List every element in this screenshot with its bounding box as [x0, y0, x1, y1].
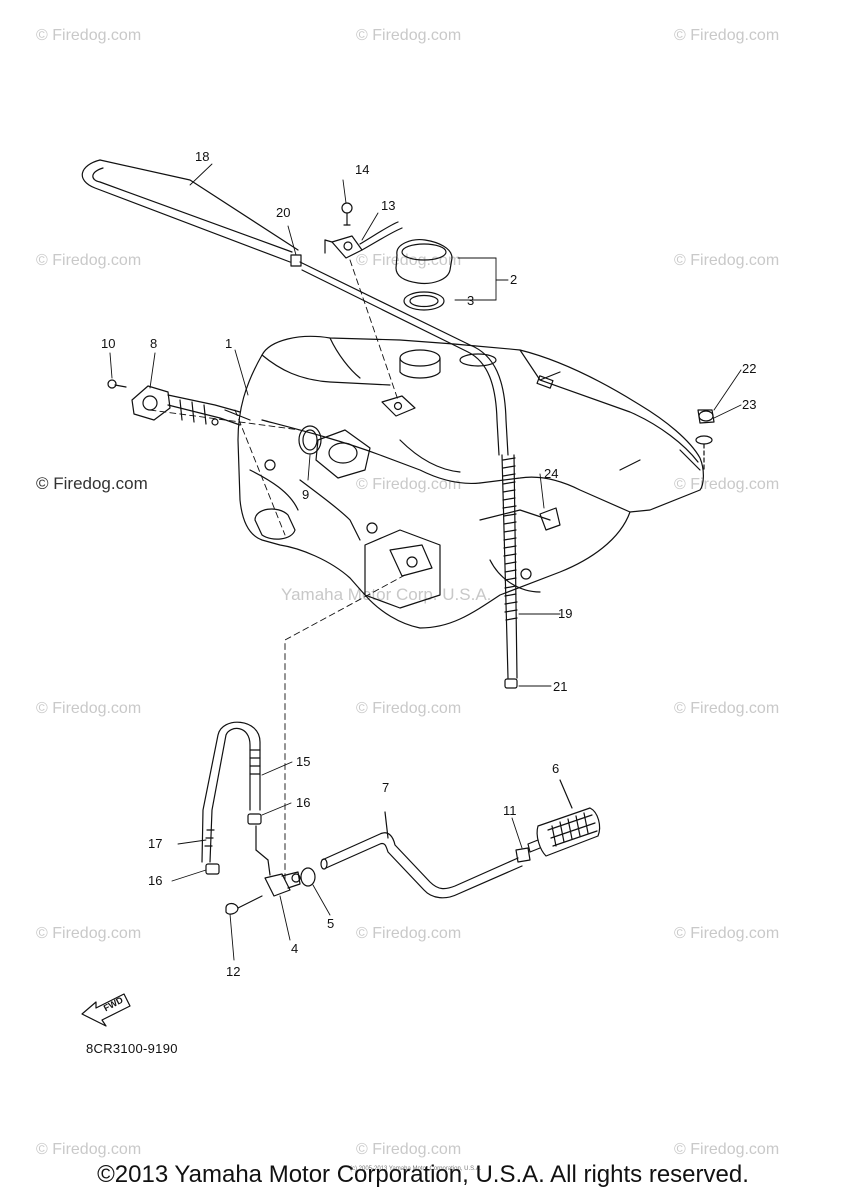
callout-17: 17: [148, 836, 163, 851]
callout-2: 2: [510, 272, 518, 287]
fwd-arrow-icon: [81, 993, 131, 1027]
fuel-cap-2: [395, 239, 453, 285]
clamp-20: [290, 254, 302, 267]
watermark: © Firedog.com: [36, 700, 142, 717]
callout-5: 5: [327, 916, 335, 931]
callout-9: 9: [302, 487, 310, 502]
o-ring-9: [298, 425, 322, 455]
watermark: © Firedog.com: [356, 252, 462, 269]
callout-16-lower: 16: [148, 873, 163, 888]
callout-8: 8: [150, 336, 158, 351]
watermark: © Firedog.com: [36, 474, 148, 493]
callout-22: 22: [742, 361, 757, 376]
cap-21: [504, 678, 518, 689]
fuel-filter-6: [527, 779, 601, 857]
callout-14: 14: [355, 162, 370, 177]
callout-19: 19: [558, 606, 573, 621]
copyright-footer: ©2013 Yamaha Motor Corporation, U.S.A. A…: [97, 1161, 749, 1188]
watermark: © Firedog.com: [356, 925, 462, 942]
tiny-copyright: (c) 2005-2013 Yamaha Motor Corporation, …: [350, 1166, 482, 1172]
clamp-16-lower: [205, 863, 220, 875]
callout-13: 13: [381, 198, 396, 213]
callout-16-upper: 16: [296, 795, 311, 810]
callout-4: 4: [291, 941, 299, 956]
collar-5: [300, 867, 316, 887]
callout-21: 21: [553, 679, 568, 694]
callout-18: 18: [195, 149, 210, 164]
fuel-hose-15-17: [201, 721, 261, 863]
watermark: © Firedog.com: [36, 925, 142, 942]
fuel-pipe-7: [320, 811, 523, 899]
vent-hose-18: [81, 159, 299, 263]
watermark: © Firedog.com: [674, 1141, 780, 1158]
watermark: © Firedog.com: [36, 252, 142, 269]
callout-15: 15: [296, 754, 311, 769]
callout-11: 11: [503, 803, 517, 818]
callout-3: 3: [467, 293, 475, 308]
watermark: © Firedog.com: [356, 476, 462, 493]
screw-14: [341, 202, 353, 226]
watermark: © Firedog.com: [36, 1141, 142, 1158]
callout-12: 12: [226, 964, 241, 979]
watermark-center: Yamaha Motor Corp. U.S.A.: [281, 585, 492, 604]
fuel-sender-8: [131, 385, 251, 426]
gasket-3: [403, 291, 445, 311]
washer-23: [695, 435, 713, 445]
screw-12: [225, 895, 263, 915]
callout-7: 7: [382, 780, 390, 795]
callout-1: 1: [225, 336, 233, 351]
clamp-11: [515, 847, 531, 863]
watermark: © Firedog.com: [674, 252, 780, 269]
callout-6: 6: [552, 761, 560, 776]
watermark: © Firedog.com: [674, 925, 780, 942]
vent-tube-19: [299, 261, 518, 679]
callout-10: 10: [101, 336, 116, 351]
watermark: © Firedog.com: [356, 1141, 462, 1158]
callout-23: 23: [742, 397, 757, 412]
watermark: © Firedog.com: [674, 700, 780, 717]
clamp-16-upper: [247, 813, 262, 825]
callout-24: 24: [544, 466, 559, 481]
watermark: © Firedog.com: [356, 700, 462, 717]
diagram-code: 8CR3100-9190: [86, 1041, 178, 1056]
fuel-cock-4: [255, 825, 301, 897]
watermark: © Firedog.com: [36, 27, 142, 44]
screw-10: [107, 379, 127, 389]
watermark: © Firedog.com: [356, 27, 462, 44]
fuel-tank-1: [237, 335, 704, 629]
watermark: © Firedog.com: [674, 27, 780, 44]
callout-20: 20: [276, 205, 291, 220]
vent-fitting-13: [324, 221, 403, 259]
